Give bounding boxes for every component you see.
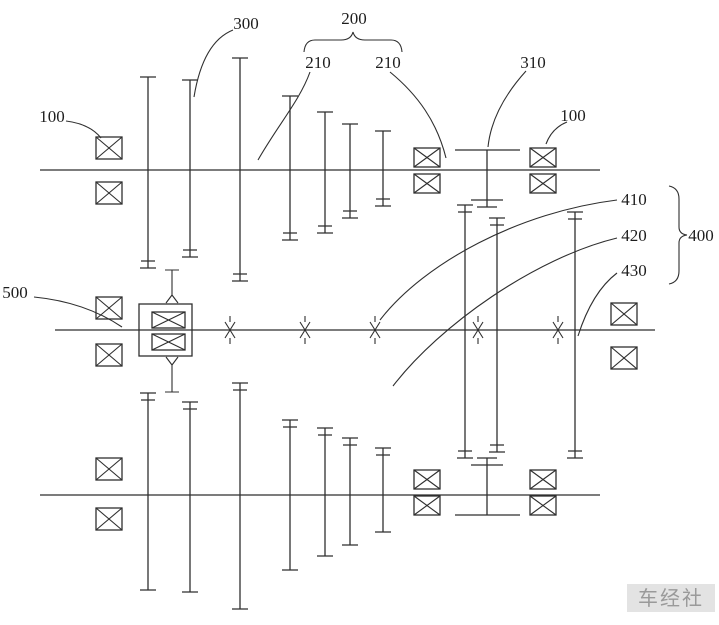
leader-420	[392, 237, 618, 387]
gear-line	[457, 204, 473, 459]
bearing-icon	[413, 495, 441, 516]
gear-line	[567, 211, 583, 459]
gear-line	[317, 111, 333, 234]
bearing-icon	[413, 147, 441, 168]
gear-line	[317, 427, 333, 557]
leader-100-left	[65, 120, 102, 139]
gear-line	[140, 76, 156, 269]
synchronizer-icon	[224, 316, 236, 344]
gear-line	[489, 217, 505, 453]
clutch-unit-500	[138, 269, 193, 393]
synchronizers	[224, 316, 564, 344]
bearing-icon	[610, 346, 638, 370]
synchronizer-icon	[472, 316, 484, 344]
label-210-left: 210	[305, 53, 331, 72]
leader-500	[33, 296, 123, 328]
label-400: 400	[688, 226, 714, 245]
leader-100-right	[545, 121, 568, 145]
bearing-icon	[529, 147, 557, 168]
gear-line	[232, 57, 248, 282]
gear-columns-lower	[140, 382, 391, 610]
bearing-icon	[151, 333, 186, 351]
bearing-icon	[95, 457, 123, 481]
gear-line	[182, 401, 198, 593]
bearing-icon	[95, 343, 123, 367]
synchronizer-icon	[552, 316, 564, 344]
clutch-fork-lower	[165, 356, 179, 393]
label-310: 310	[520, 53, 546, 72]
bearing-icon	[95, 507, 123, 531]
bearing-icon	[610, 302, 638, 326]
gear-line	[375, 130, 391, 207]
bearing-icon	[95, 181, 123, 205]
bearing-icon	[413, 469, 441, 490]
flange-gear-310-top	[455, 149, 520, 208]
label-300: 300	[233, 14, 259, 33]
label-420: 420	[621, 226, 647, 245]
bearing-icon	[151, 311, 186, 329]
brace-200	[303, 31, 403, 53]
label-210-right: 210	[375, 53, 401, 72]
watermark: 车经社	[627, 584, 715, 612]
bearing-icon	[95, 136, 123, 160]
gear-line	[342, 437, 358, 546]
label-100-right: 100	[560, 106, 586, 125]
bearing-icon	[529, 495, 557, 516]
gear-line	[282, 419, 298, 571]
bearing-icon	[529, 173, 557, 194]
label-410: 410	[621, 190, 647, 209]
leader-310	[487, 70, 527, 148]
leader-210-right	[389, 71, 447, 159]
flange-gear-bottom	[455, 457, 520, 516]
bearing-icon	[413, 173, 441, 194]
gear-line	[342, 123, 358, 219]
gear-line	[182, 79, 198, 258]
watermark-text: 车经社	[638, 586, 704, 610]
label-100-left: 100	[39, 107, 65, 126]
clutch-fork-upper	[165, 269, 179, 304]
gear-line	[375, 447, 391, 533]
gear-line	[282, 95, 298, 241]
clutch-housing	[138, 303, 193, 357]
synchronizer-icon	[299, 316, 311, 344]
brace-400	[668, 185, 688, 285]
leader-lines	[33, 29, 688, 387]
synchronizer-icon	[369, 316, 381, 344]
bearing-icon	[529, 469, 557, 490]
reference-labels: 100 300 200 210 210 310 100 410 420 430 …	[2, 9, 714, 302]
leader-210-left	[257, 71, 311, 161]
gear-line	[140, 392, 156, 591]
gear-line	[232, 382, 248, 610]
label-430: 430	[621, 261, 647, 280]
leader-430	[577, 272, 618, 337]
gear-columns-upper	[140, 57, 391, 282]
label-200: 200	[341, 9, 367, 28]
watermark-background	[627, 584, 715, 612]
leader-410	[379, 199, 618, 321]
flange-gears	[455, 149, 520, 516]
gear-columns-right	[457, 204, 583, 459]
shafts	[40, 169, 655, 496]
label-500: 500	[2, 283, 28, 302]
bearing-icon	[95, 296, 123, 320]
leader-300	[193, 29, 234, 98]
